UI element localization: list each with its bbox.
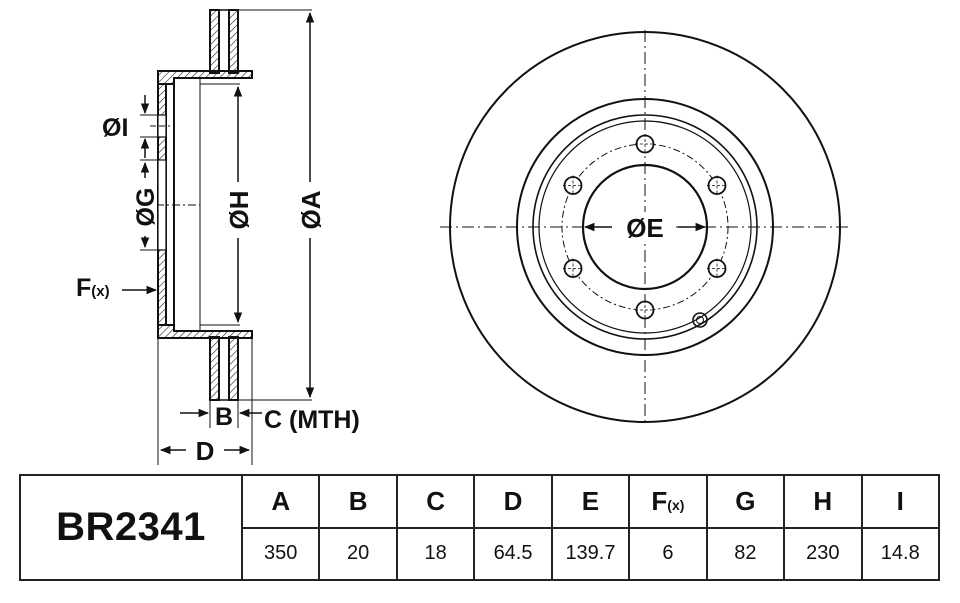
front-view: ØE bbox=[440, 30, 850, 425]
hat-top-flange bbox=[157, 70, 253, 85]
col-header-h: H bbox=[783, 474, 863, 529]
col-header-f: F(x) bbox=[628, 474, 708, 529]
dim-f-letter: F bbox=[76, 274, 91, 302]
value-i: 14.8 bbox=[860, 526, 940, 581]
dim-a-label: ØA bbox=[296, 190, 326, 229]
value-g: 82 bbox=[705, 526, 786, 581]
col-header-a: A bbox=[240, 474, 321, 529]
part-number: BR2341 bbox=[19, 474, 243, 581]
col-header-i: I bbox=[860, 474, 940, 529]
lower-outer-plate bbox=[209, 336, 220, 401]
lower-inner-plate bbox=[228, 336, 239, 401]
value-d: 64.5 bbox=[473, 526, 553, 581]
dim-h-label: ØH bbox=[224, 191, 254, 230]
dim-b-label: B bbox=[215, 403, 233, 431]
spec-value-row: 350 20 18 64.5 139.7 6 82 230 14.8 bbox=[20, 526, 940, 581]
upper-inner-plate bbox=[228, 9, 239, 74]
dim-c-label: C (MTH) bbox=[264, 406, 360, 434]
col-header-f-letter: F bbox=[651, 485, 668, 516]
locating-screw-hole bbox=[692, 312, 708, 328]
col-header-c: C bbox=[395, 474, 476, 529]
col-header-b: B bbox=[318, 474, 398, 529]
bolt-holes bbox=[563, 134, 727, 320]
value-b: 20 bbox=[318, 526, 398, 581]
value-h: 230 bbox=[783, 526, 863, 581]
hat-bottom-flange bbox=[157, 324, 253, 339]
col-header-d: D bbox=[473, 474, 553, 529]
value-a: 350 bbox=[240, 526, 321, 581]
dim-f-suffix: (x) bbox=[91, 283, 109, 300]
dim-e-label: ØE bbox=[626, 213, 664, 243]
value-c: 18 bbox=[395, 526, 476, 581]
value-e: 139.7 bbox=[550, 526, 631, 581]
dim-f-label: F(x) bbox=[76, 274, 110, 302]
dim-i-label: ØI bbox=[102, 114, 128, 142]
brake-disc-technical-drawing: ØA ØH ØI ØG F(x) B C (MTH) D bbox=[76, 9, 850, 466]
col-header-e: E bbox=[550, 474, 631, 529]
side-section-view: ØA ØH ØI ØG F(x) B C (MTH) D bbox=[76, 9, 360, 466]
upper-outer-plate bbox=[209, 9, 220, 74]
value-f: 6 bbox=[628, 526, 708, 581]
spec-header-row: BR2341 A B C D E F(x) G H I bbox=[19, 474, 940, 581]
col-header-g: G bbox=[705, 474, 786, 529]
dim-g-label: ØG bbox=[132, 188, 160, 227]
col-header-f-suffix: (x) bbox=[667, 496, 685, 513]
spec-table: BR2341 A B C D E F(x) G H I 350 20 18 64… bbox=[19, 474, 940, 581]
dim-d-label: D bbox=[196, 436, 215, 466]
